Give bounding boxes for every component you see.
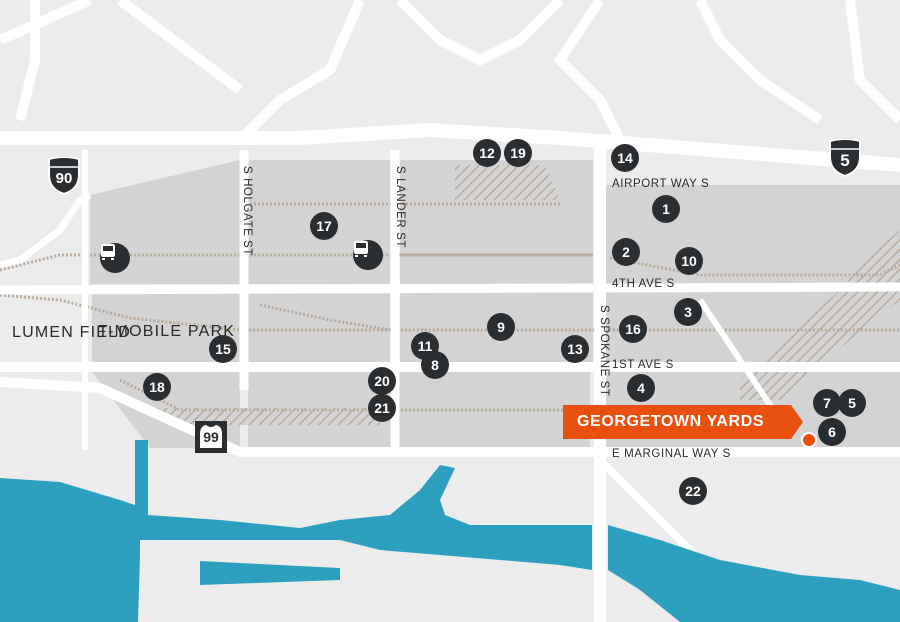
interstate-5-number: 5 bbox=[840, 151, 850, 170]
light-rail-icon bbox=[100, 243, 130, 273]
map-marker-10[interactable]: 10 bbox=[675, 247, 703, 275]
map-marker-13[interactable]: 13 bbox=[561, 335, 589, 363]
street-label-lander: S LANDER ST bbox=[394, 166, 406, 249]
callout-pointer bbox=[791, 405, 803, 439]
street-label-4th-ave: 4TH AVE S bbox=[612, 278, 675, 290]
map-marker-21[interactable]: 21 bbox=[368, 394, 396, 422]
street-label-1st-ave: 1ST AVE S bbox=[612, 359, 674, 371]
map-marker-17[interactable]: 17 bbox=[310, 212, 338, 240]
map-marker-11[interactable]: 11 bbox=[411, 332, 439, 360]
map-marker-7[interactable]: 7 bbox=[813, 389, 841, 417]
map-marker-15[interactable]: 15 bbox=[209, 335, 237, 363]
map-marker-6[interactable]: 6 bbox=[818, 418, 846, 446]
interstate-90-number: 90 bbox=[55, 170, 73, 187]
street-label-e-marginal: E MARGINAL WAY S bbox=[612, 448, 731, 460]
street-label-spokane: S SPOKANE ST bbox=[598, 305, 610, 397]
map-marker-1[interactable]: 1 bbox=[652, 195, 680, 223]
state-route-99-number: 99 bbox=[203, 429, 219, 445]
place-label-lumen-field: LUMEN FIELD bbox=[12, 324, 131, 341]
map-marker-18[interactable]: 18 bbox=[143, 373, 171, 401]
georgetown-yards-location-dot[interactable] bbox=[801, 432, 817, 448]
map-marker-22[interactable]: 22 bbox=[679, 477, 707, 505]
map-marker-9[interactable]: 9 bbox=[487, 313, 515, 341]
map-marker-19[interactable]: 19 bbox=[504, 139, 532, 167]
map-marker-16[interactable]: 16 bbox=[619, 315, 647, 343]
interstate-90-shield-icon: 90 bbox=[47, 157, 81, 195]
street-label-airport-way: AIRPORT WAY S bbox=[612, 178, 710, 190]
map-marker-5[interactable]: 5 bbox=[838, 389, 866, 417]
georgetown-yards-callout[interactable]: GEORGETOWN YARDS bbox=[563, 405, 791, 439]
place-label-tmobile-park: T-MOBILE PARK bbox=[98, 323, 236, 340]
interstate-5-shield-icon: 5 bbox=[828, 139, 862, 177]
map-marker-2[interactable]: 2 bbox=[612, 238, 640, 266]
northern-roads bbox=[0, 0, 900, 144]
map-marker-20[interactable]: 20 bbox=[368, 367, 396, 395]
peninsula bbox=[140, 540, 592, 582]
state-route-99-shield-icon: 99 bbox=[194, 420, 228, 454]
map-marker-12[interactable]: 12 bbox=[473, 139, 501, 167]
light-rail-icon bbox=[353, 240, 383, 270]
map-marker-4[interactable]: 4 bbox=[627, 374, 655, 402]
map-marker-3[interactable]: 3 bbox=[674, 298, 702, 326]
street-label-holgate: S HOLGATE ST bbox=[241, 166, 253, 257]
map-marker-14[interactable]: 14 bbox=[611, 144, 639, 172]
